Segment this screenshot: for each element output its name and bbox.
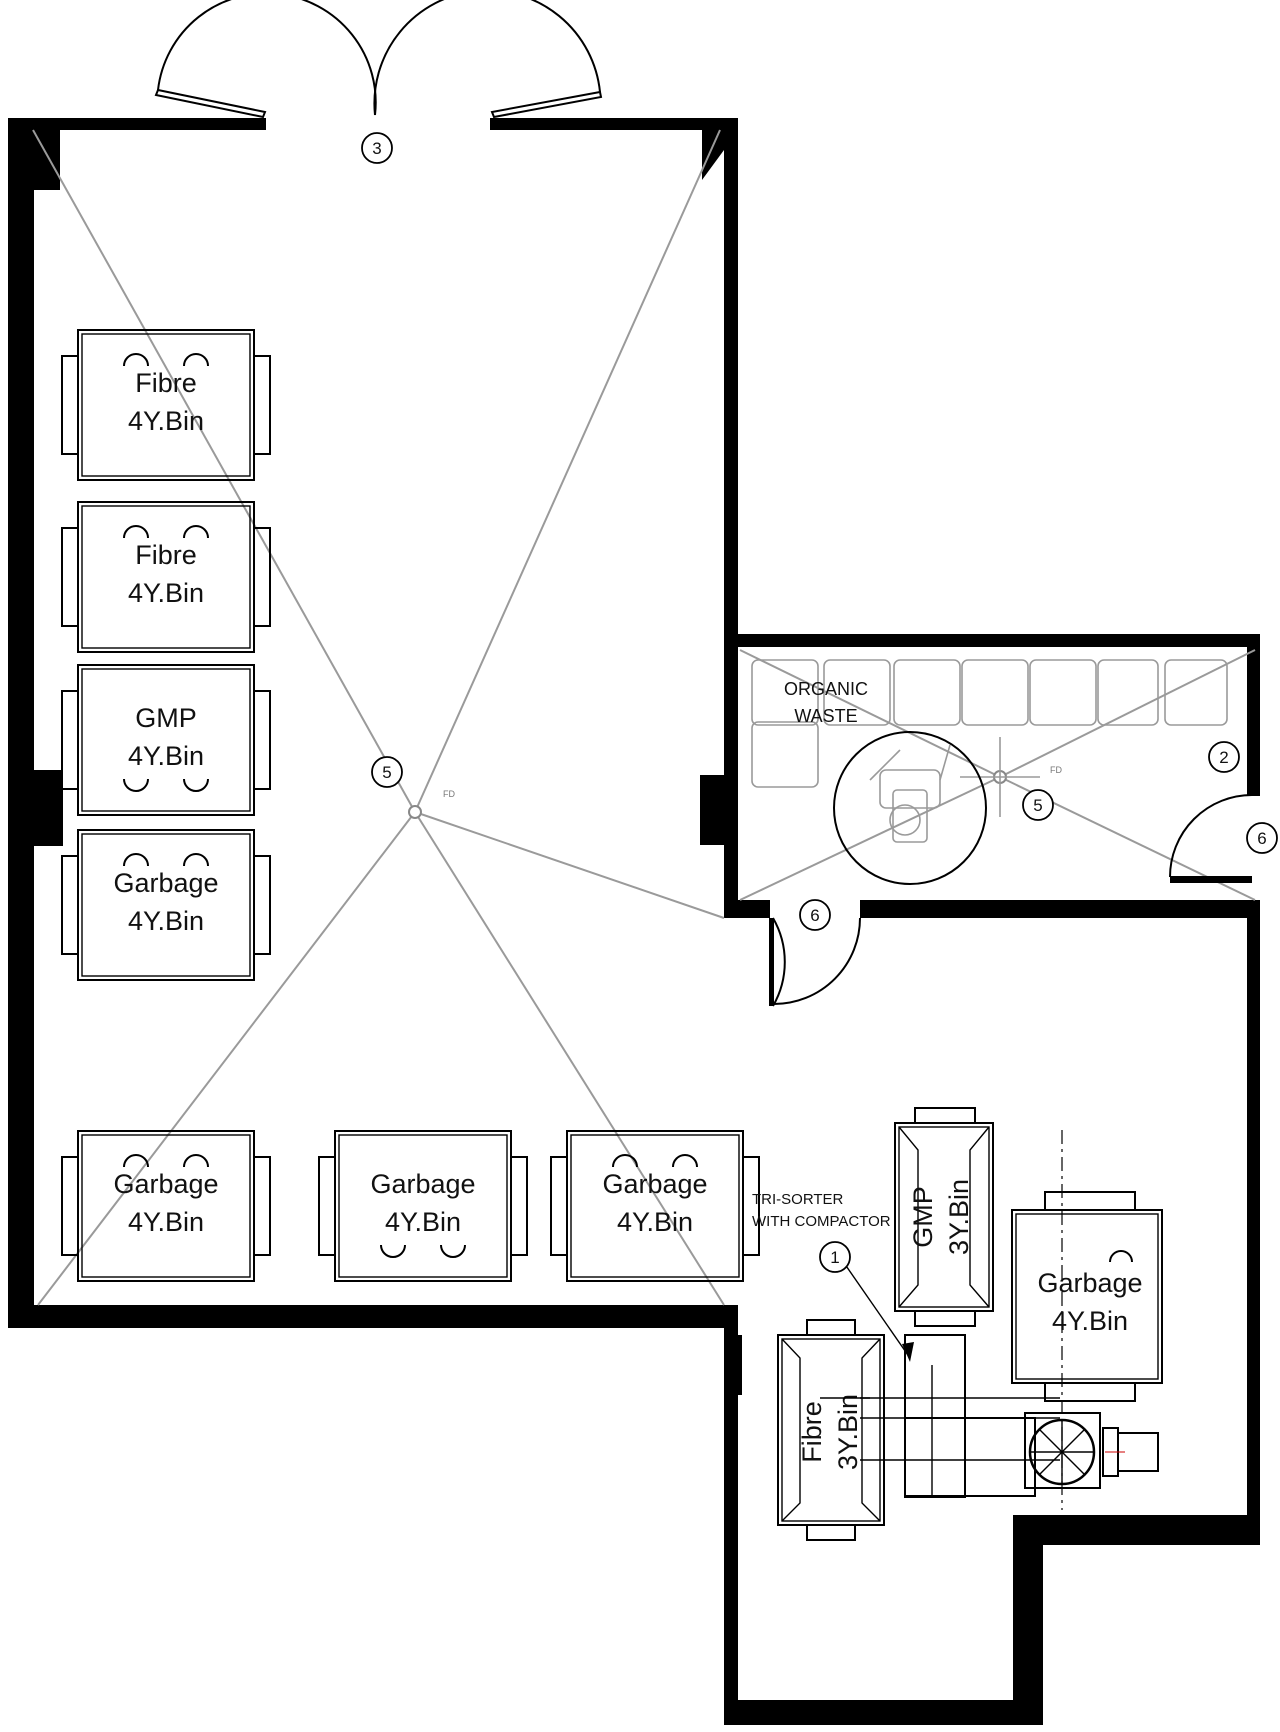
svg-text:6: 6 — [810, 906, 819, 925]
bin-4y: Garbage 4Y.Bin — [61, 829, 271, 981]
bin-4y: Fibre 4Y.Bin — [61, 501, 271, 653]
svg-text:FD: FD — [443, 789, 455, 799]
bin-label-size: 4Y.Bin — [128, 578, 204, 608]
bin-label-type: Garbage — [113, 868, 218, 898]
bin-label-type: Fibre — [135, 540, 197, 570]
svg-text:3: 3 — [372, 139, 381, 158]
garbage-right-line2: 4Y.Bin — [1052, 1306, 1128, 1336]
organic-waste-carts: ORGANIC WASTE — [751, 659, 1228, 885]
bin-label-type: Fibre — [135, 368, 197, 398]
bin-label-type: GMP — [135, 703, 197, 733]
callout-tag: 3 — [361, 132, 393, 164]
svg-text:2: 2 — [1219, 748, 1228, 767]
svg-text:1: 1 — [830, 1248, 839, 1267]
callout-tag: 6 — [1246, 822, 1278, 854]
bins-4y: Fibre4Y.BinFibre4Y.BinGMP4Y.BinGarbage4Y… — [61, 329, 760, 1282]
slope-lines — [32, 129, 1256, 1306]
organic-label-2: WASTE — [794, 706, 857, 726]
bin-4y: GMP 4Y.Bin — [61, 664, 271, 816]
small-bin-text: GMP 3Y.Bin Fibre 3Y.Bin — [797, 1179, 974, 1470]
floor-drain-2: FD — [960, 737, 1062, 817]
bin-label-size: 4Y.Bin — [128, 741, 204, 771]
svg-text:Fibre: Fibre — [797, 1401, 827, 1463]
bin-label-size: 4Y.Bin — [385, 1207, 461, 1237]
walls — [8, 118, 1260, 1725]
bin-4y: Fibre 4Y.Bin — [61, 329, 271, 481]
callout-tag: 1 — [819, 1241, 851, 1273]
svg-text:GMP: GMP — [908, 1186, 938, 1248]
svg-text:5: 5 — [382, 763, 391, 782]
wheelchair-icon — [869, 744, 951, 843]
tri-sorter — [777, 1107, 1163, 1541]
bin-label-type: Garbage — [113, 1169, 218, 1199]
bin-label-size: 4Y.Bin — [128, 406, 204, 436]
svg-text:3Y.Bin: 3Y.Bin — [944, 1179, 974, 1255]
bin-label-type: Garbage — [370, 1169, 475, 1199]
floor-drain-1: FD — [408, 789, 455, 819]
svg-text:5: 5 — [1033, 796, 1042, 815]
bin-label-size: 4Y.Bin — [617, 1207, 693, 1237]
bin-label-type: Garbage — [602, 1169, 707, 1199]
svg-text:FD: FD — [1050, 765, 1062, 775]
garbage-right-line1: Garbage — [1037, 1268, 1142, 1298]
organic-label-1: ORGANIC — [784, 679, 868, 699]
callout-tag: 5 — [1022, 789, 1054, 821]
bin-label-size: 4Y.Bin — [128, 1207, 204, 1237]
callout-tag: 2 — [1208, 741, 1240, 773]
bin-4y: Garbage 4Y.Bin — [550, 1130, 760, 1282]
door-lower — [769, 917, 861, 1007]
double-door — [154, 0, 603, 119]
svg-text:6: 6 — [1257, 829, 1266, 848]
svg-text:3Y.Bin: 3Y.Bin — [833, 1394, 863, 1470]
bin-label-size: 4Y.Bin — [128, 906, 204, 936]
bin-4y: Garbage 4Y.Bin — [318, 1130, 528, 1282]
trisorter-label-1: TRI-SORTER — [752, 1191, 844, 1208]
trisorter-label-2: WITH COMPACTOR — [752, 1213, 891, 1230]
callout-tag: 5 — [371, 756, 403, 788]
callout-tag: 6 — [799, 899, 831, 931]
door-right — [1169, 794, 1253, 883]
bin-4y: Garbage 4Y.Bin — [61, 1130, 271, 1282]
callout-tags: 3 5 5 2 6 6 1 — [361, 132, 1278, 1273]
